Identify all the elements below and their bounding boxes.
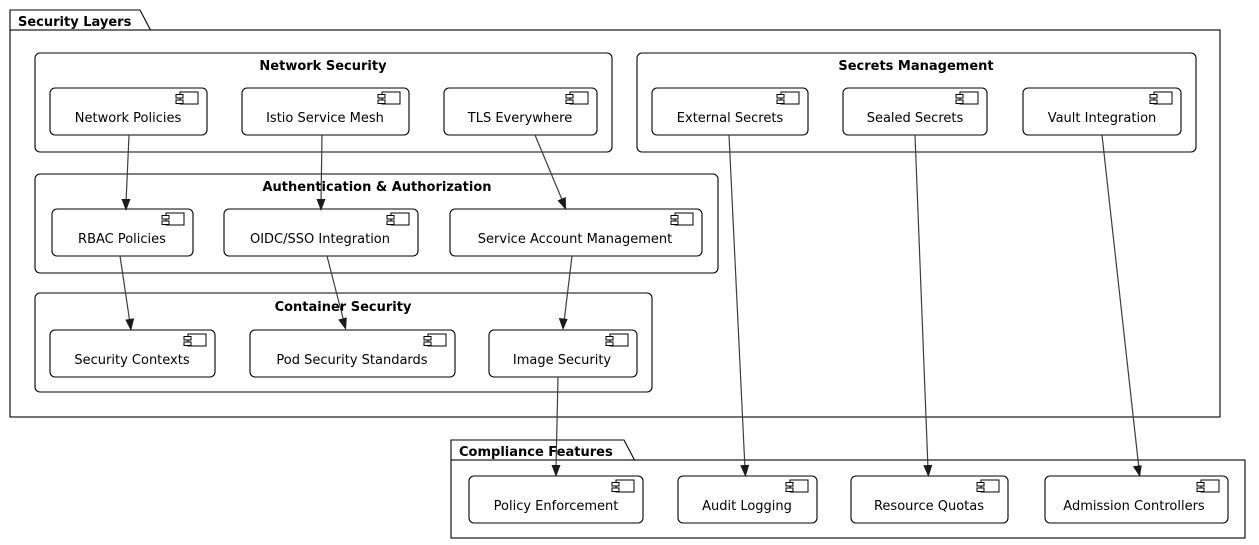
component-pod-security-standards[interactable]: Pod Security Standards — [249, 329, 456, 378]
component-label: Policy Enforcement — [494, 499, 619, 514]
component-box — [49, 329, 216, 378]
component-label: Pod Security Standards — [276, 353, 427, 368]
edge-tls-everywhere-to-service-account-management — [534, 134, 566, 210]
edge-layer — [119, 134, 1142, 477]
component-oidc-sso-integration[interactable]: OIDC/SSO Integration — [223, 208, 419, 257]
component-resource-quotas[interactable]: Resource Quotas — [850, 475, 1009, 524]
component-label: Network Policies — [75, 111, 182, 126]
edge-external-secrets-to-audit-logging — [728, 134, 750, 477]
component-icon — [386, 212, 410, 226]
component-box — [677, 475, 818, 524]
component-icon — [605, 333, 629, 347]
edge-sealed-secrets-to-resource-quotas — [914, 134, 933, 477]
edge-istio-service-mesh-to-oidc-sso-integration — [316, 134, 326, 211]
component-label: Security Contexts — [74, 353, 189, 368]
component-audit-logging[interactable]: Audit Logging — [677, 475, 818, 524]
component-box — [1044, 475, 1229, 524]
component-icon — [785, 479, 809, 493]
component-label: Image Security — [513, 353, 612, 368]
group-secrets-management[interactable]: Secrets Management External Secrets Seal… — [636, 52, 1197, 153]
package-title-security-layers: Security Layers — [18, 15, 132, 30]
component-box — [443, 87, 598, 136]
component-vault-integration[interactable]: Vault Integration — [1022, 87, 1182, 136]
edge-image-security-to-policy-enforcement — [551, 376, 561, 477]
component-sealed-secrets[interactable]: Sealed Secrets — [842, 87, 988, 136]
group-title-network-security: Network Security — [259, 59, 387, 74]
group-title-secrets-management: Secrets Management — [838, 59, 993, 74]
component-security-contexts[interactable]: Security Contexts — [49, 329, 216, 378]
edge-vault-integration-to-admission-controllers — [1101, 134, 1142, 477]
group-title-container-security: Container Security — [275, 300, 412, 315]
component-label: Sealed Secrets — [867, 111, 964, 126]
component-icon — [955, 91, 979, 105]
component-icon — [183, 333, 207, 347]
component-box — [850, 475, 1009, 524]
component-label: Resource Quotas — [874, 499, 984, 514]
component-box — [249, 329, 456, 378]
component-icon — [611, 479, 635, 493]
component-network-policies[interactable]: Network Policies — [49, 87, 208, 136]
component-rbac-policies[interactable]: RBAC Policies — [51, 208, 194, 257]
component-box — [51, 208, 194, 257]
component-box — [449, 208, 703, 257]
component-icon — [976, 479, 1000, 493]
component-icon — [1149, 91, 1173, 105]
component-label: Service Account Management — [478, 232, 672, 247]
component-icon — [565, 91, 589, 105]
component-policy-enforcement[interactable]: Policy Enforcement — [468, 475, 644, 524]
edge-rbac-policies-to-security-contexts — [119, 255, 135, 331]
component-box — [651, 87, 809, 136]
group-network-security[interactable]: Network Security Network Policies Istio … — [34, 52, 613, 153]
component-icon — [377, 91, 401, 105]
edge-oidc-sso-integration-to-pod-security-standards — [326, 255, 347, 330]
package-title-compliance-features: Compliance Features — [459, 445, 613, 460]
component-istio-service-mesh[interactable]: Istio Service Mesh — [241, 87, 410, 136]
component-icon — [175, 91, 199, 105]
component-label: Audit Logging — [702, 499, 792, 514]
edge-service-account-management-to-image-security — [558, 255, 573, 330]
component-tls-everywhere[interactable]: TLS Everywhere — [443, 87, 598, 136]
component-label: Vault Integration — [1048, 111, 1157, 126]
component-label: Istio Service Mesh — [266, 111, 384, 126]
component-label: OIDC/SSO Integration — [250, 232, 390, 247]
component-box — [241, 87, 410, 136]
component-service-account-management[interactable]: Service Account Management — [449, 208, 703, 257]
component-label: TLS Everywhere — [467, 111, 572, 126]
component-icon — [423, 333, 447, 347]
component-icon — [670, 212, 694, 226]
component-label: External Secrets — [677, 111, 784, 126]
component-admission-controllers[interactable]: Admission Controllers — [1044, 475, 1229, 524]
component-icon — [1196, 479, 1220, 493]
group-container-security[interactable]: Container Security Security Contexts Pod… — [34, 292, 653, 393]
component-icon — [161, 212, 185, 226]
package-compliance-features[interactable]: Compliance Features Policy Enforcement A… — [450, 439, 1246, 539]
group-title-authentication-authorization: Authentication & Authorization — [262, 180, 491, 195]
component-image-security[interactable]: Image Security — [488, 329, 638, 378]
edge-network-policies-to-rbac-policies — [121, 134, 131, 211]
component-icon — [776, 91, 800, 105]
group-authentication-authorization[interactable]: Authentication & Authorization RBAC Poli… — [34, 173, 719, 274]
component-label: RBAC Policies — [78, 232, 166, 247]
component-external-secrets[interactable]: External Secrets — [651, 87, 809, 136]
component-label: Admission Controllers — [1063, 499, 1205, 514]
